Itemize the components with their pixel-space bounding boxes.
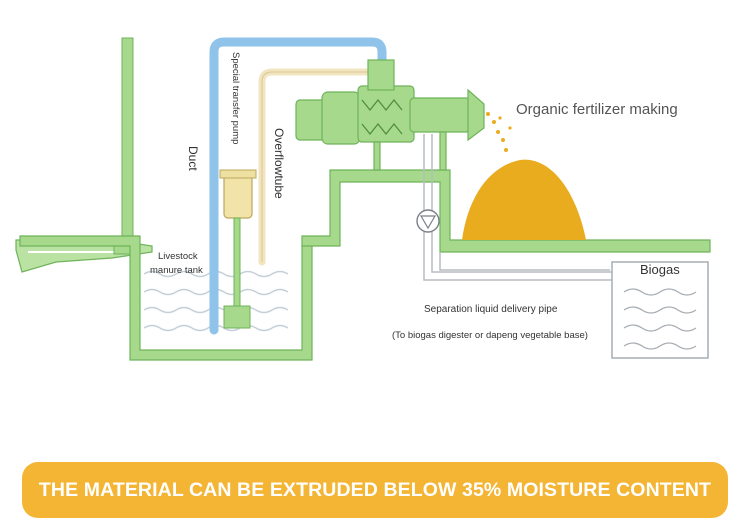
pump-label: Special transfer pump <box>230 52 241 145</box>
fertilizer-particles <box>486 112 512 152</box>
screw-press-separator <box>295 59 485 171</box>
fertilizer-label: Organic fertilizer making <box>516 101 678 118</box>
left-post <box>121 37 134 251</box>
pipe-destination-label: (To biogas digester or dapeng vegetable … <box>392 330 588 341</box>
transfer-pump <box>219 169 257 329</box>
biogas-digester <box>611 261 709 359</box>
separation-liquid-pipe <box>423 134 612 281</box>
banner-text: THE MATERIAL CAN BE EXTRUDED BELOW 35% M… <box>38 478 712 501</box>
pipe-label: Separation liquid delivery pipe <box>424 304 558 315</box>
duct-label: Duct <box>186 146 200 171</box>
machine-platform <box>301 169 711 253</box>
moisture-banner: THE MATERIAL CAN BE EXTRUDED BELOW 35% M… <box>22 462 728 518</box>
overflow-label: Overflowtube <box>272 128 286 199</box>
valve-icon <box>416 209 440 233</box>
duct-pipe <box>209 37 387 335</box>
livestock-label: Livestock manure tank <box>150 251 203 276</box>
fertilizer-pile <box>462 159 586 240</box>
ground-line <box>439 252 610 271</box>
biogas-label: Biogas <box>640 262 680 277</box>
